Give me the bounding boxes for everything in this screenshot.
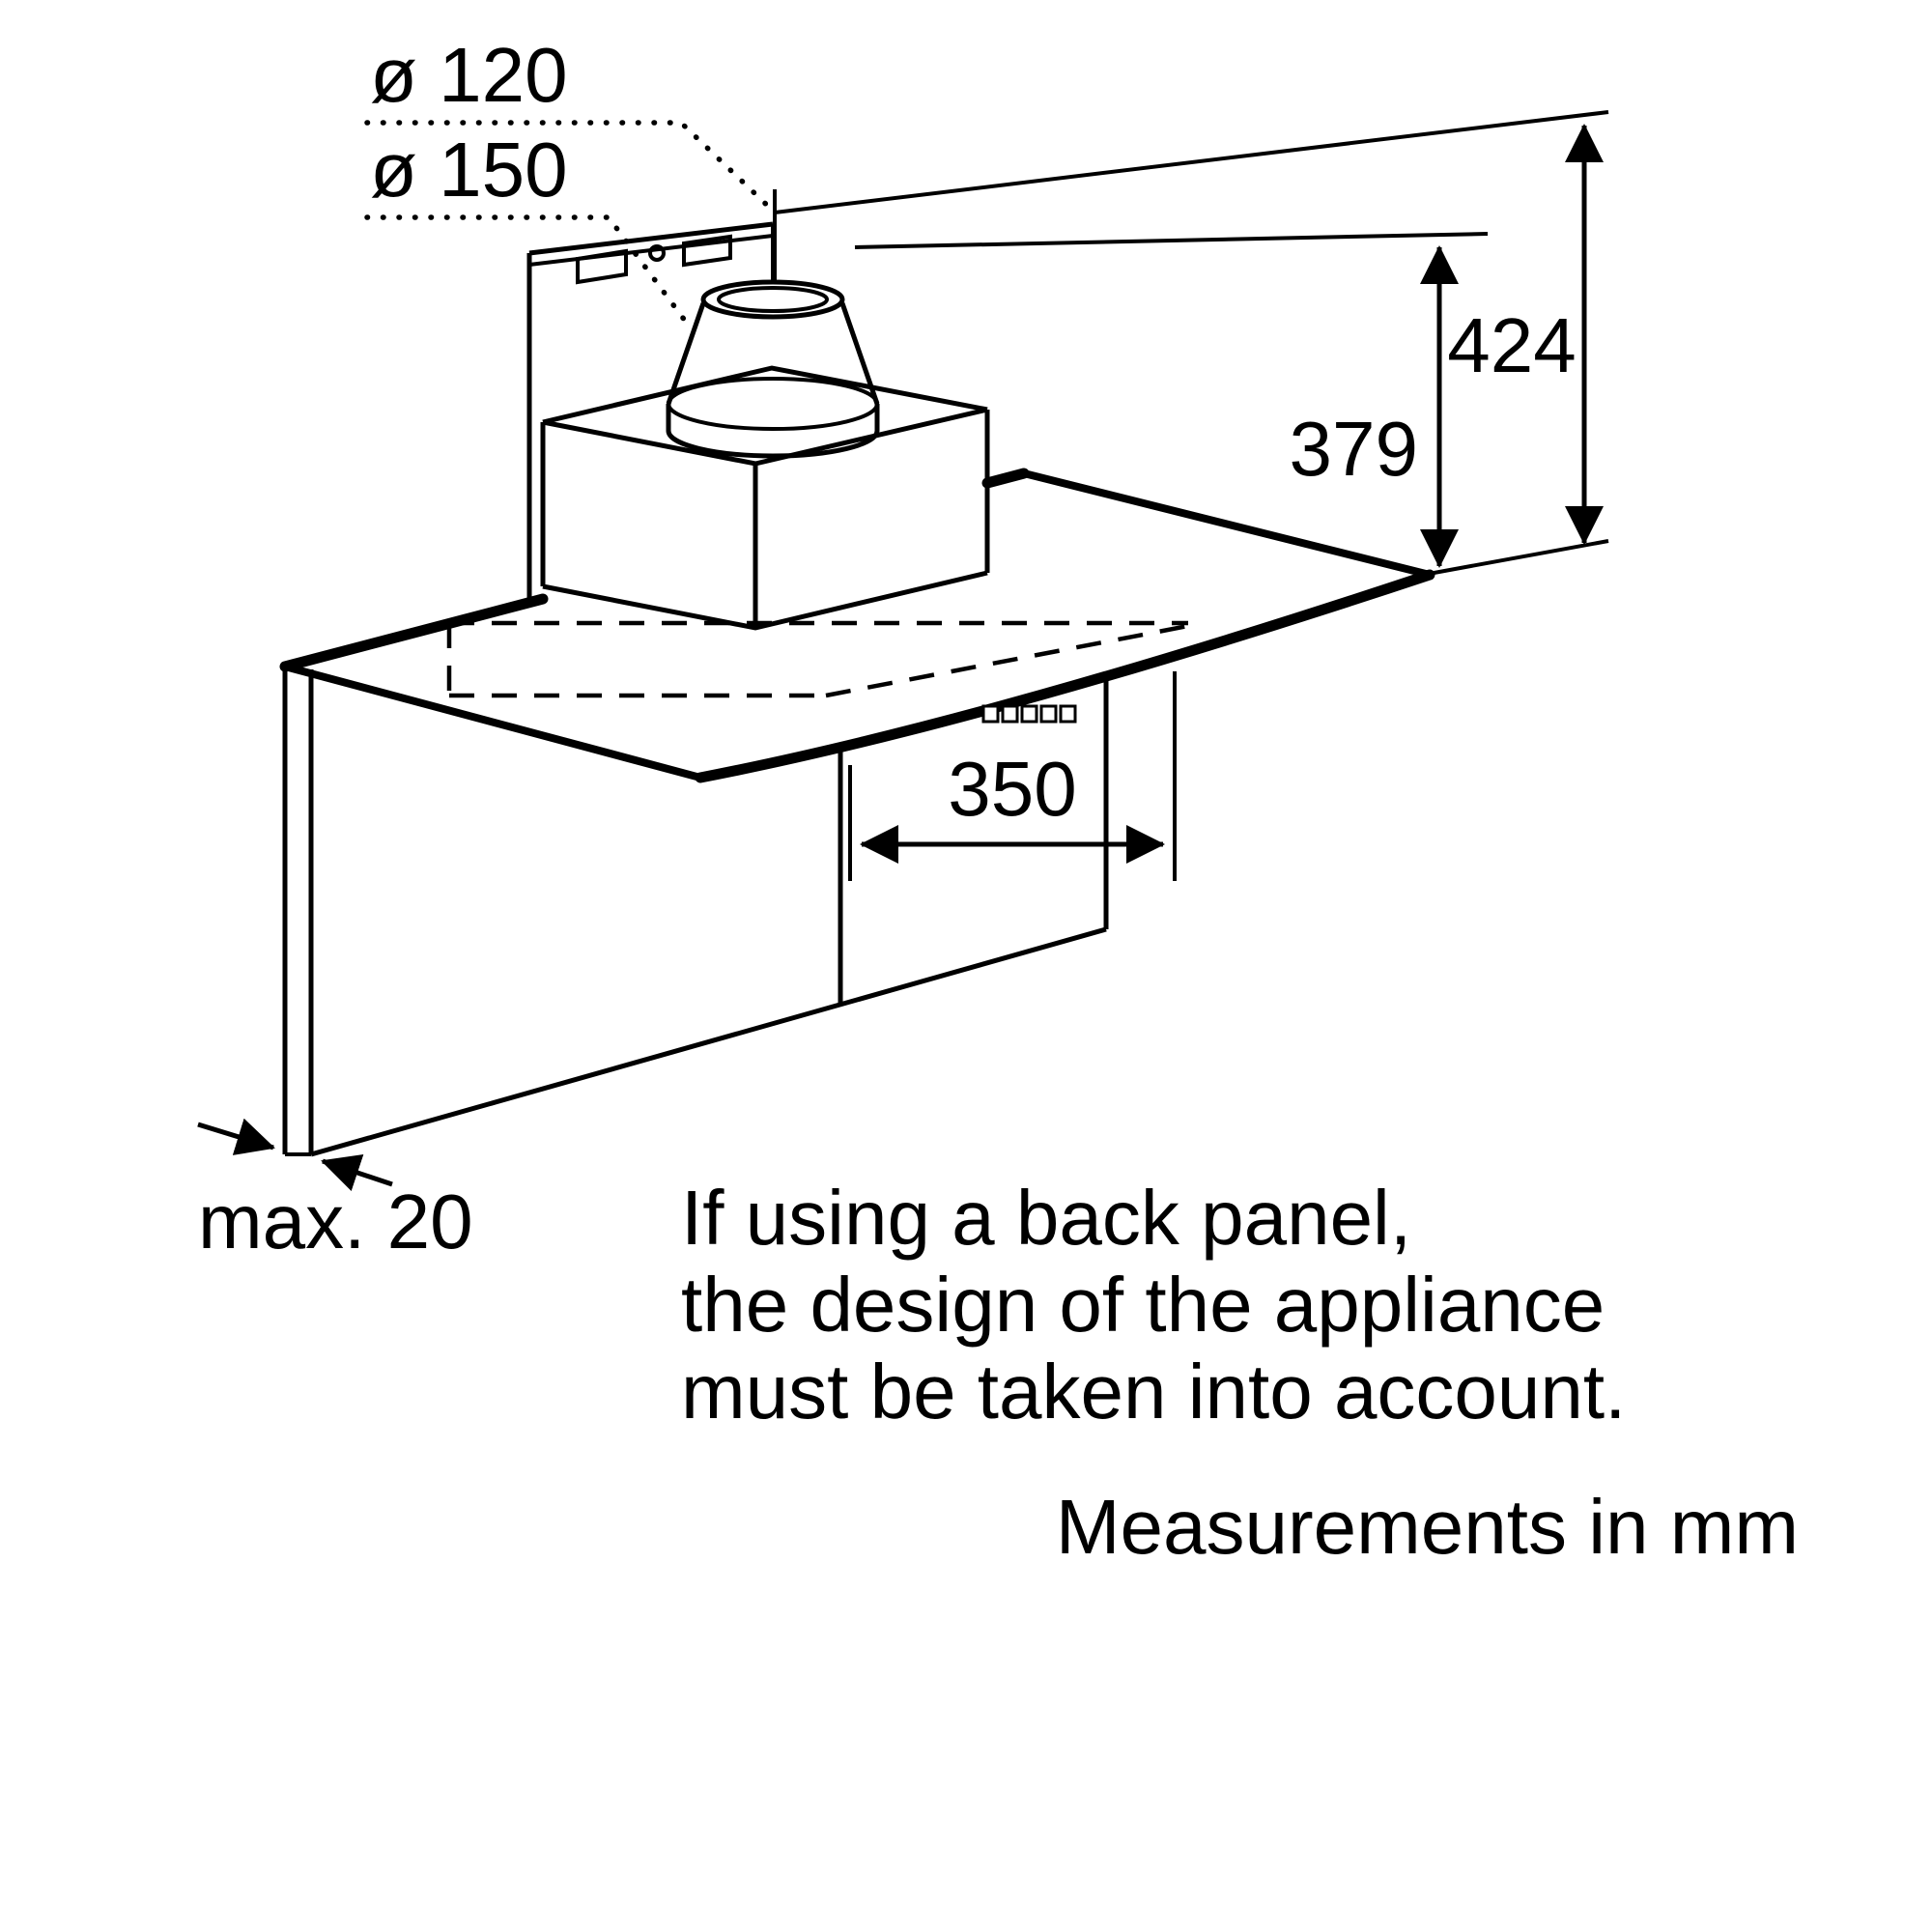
- hidden-body-edges: [446, 620, 1189, 698]
- glass-canopy: [279, 468, 1435, 783]
- plate-slot: [682, 234, 732, 268]
- duct-collar: [666, 279, 880, 459]
- note-line-1: If using a back panel,: [681, 1175, 1411, 1261]
- plate-slot: [576, 248, 628, 285]
- dimension-height: [774, 110, 1609, 576]
- label-duct-diameter-120: ø 120: [370, 32, 568, 118]
- label-height-424: 424: [1447, 302, 1576, 388]
- hood-body: [838, 681, 1109, 1005]
- footer-units-note: Measurements in mm: [1056, 1484, 1799, 1570]
- note-line-3: must be taken into account.: [681, 1349, 1626, 1435]
- dimension-width: [848, 671, 1177, 881]
- back-panel: [282, 667, 1107, 1157]
- label-height-379: 379: [1290, 406, 1418, 492]
- dimension-panel-thickness: [197, 1118, 393, 1191]
- label-width-350: 350: [948, 746, 1076, 832]
- plate-hole: [648, 244, 666, 262]
- note-line-2: the design of the appliance: [681, 1262, 1605, 1348]
- control-buttons: [981, 704, 1077, 724]
- mounting-plate: [526, 221, 775, 603]
- chimney-box: [540, 365, 990, 631]
- label-panel-thickness: max. 20: [198, 1179, 473, 1264]
- duct-leader-lines: [364, 120, 778, 331]
- label-duct-diameter-150: ø 150: [370, 127, 568, 213]
